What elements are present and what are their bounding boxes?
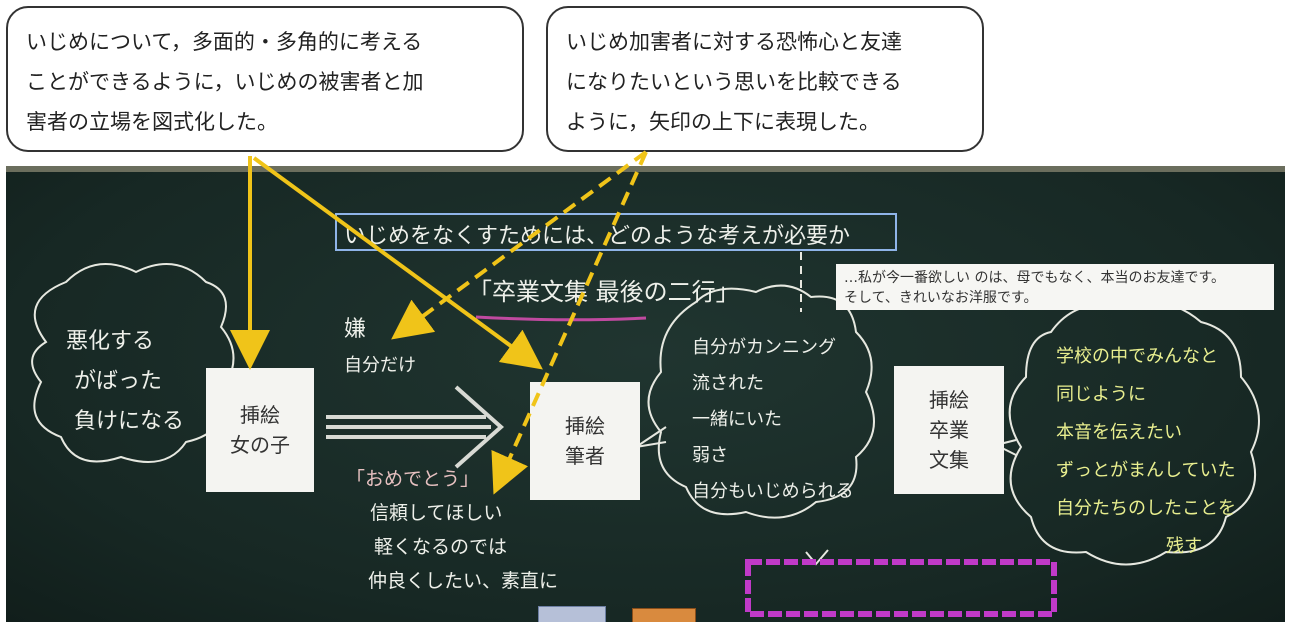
- dislike-text: 嫌 自分だけ: [344, 312, 416, 384]
- callout-left: いじめについて，多面的・多角的に考える ことができるように，いじめの被害者と加 …: [6, 6, 524, 152]
- dislike-line-2: 自分だけ: [344, 355, 416, 376]
- congrats-line-1: 「おめでとう」: [346, 468, 480, 490]
- blackboard: いじめをなくすためには、どのような考えが必要か 「卒業文集 最後の二行」 …私が…: [6, 166, 1285, 622]
- eraser-orange: [632, 608, 696, 622]
- card-author-line-1: 挿絵: [565, 414, 605, 438]
- quote-note-line-1: …私が今一番欲しい のは、母でもなく、本当のお友達です。: [844, 270, 1226, 286]
- card-collection: 挿絵 卒業 文集: [894, 366, 1004, 494]
- right-bubble-line-3: 本音を伝えたい: [1056, 422, 1182, 443]
- callout-right-line-2: になりたいという思いを比較できる: [566, 70, 902, 94]
- callout-left-line-3: 害者の立場を図式化した。: [26, 110, 278, 134]
- congrats-line-2: 信頼してほしい: [370, 502, 503, 524]
- right-bubble-line-5: 自分たちのしたことを: [1056, 498, 1236, 519]
- left-bubble-text: 悪化する がばった 負けになる: [66, 322, 184, 442]
- arrow-to-author: [252, 156, 543, 370]
- card-girl-line-2: 女の子: [230, 433, 290, 457]
- right-bubble-line-6: 残す: [1166, 536, 1202, 557]
- card-author: 挿絵 筆者: [530, 382, 640, 500]
- subtitle-underline: [475, 315, 647, 322]
- center-bubble-line-2: 流された: [692, 373, 764, 394]
- right-bubble-text: 学校の中でみんなと 同じように 本音を伝えたい ずっとがまんしていた 自分たちの…: [1056, 338, 1236, 566]
- board-subtitle: 「卒業文集 最後の二行」: [468, 278, 740, 306]
- right-bubble-line-4: ずっとがまんしていた: [1056, 460, 1236, 481]
- card-girl-line-1: 挿絵: [240, 403, 280, 427]
- callout-right-line-3: ように，矢印の上下に表現した。: [566, 110, 880, 134]
- arrow-helper: [252, 156, 520, 158]
- chalk-arrow: [326, 385, 505, 469]
- card-collection-line-2: 卒業: [929, 418, 969, 442]
- center-bubble-line-4: 弱さ: [692, 445, 728, 466]
- dislike-line-1: 嫌: [344, 317, 367, 342]
- callout-right-line-1: いじめ加害者に対する恐怖心と友達: [566, 30, 902, 54]
- center-bubble-text: 自分がカンニング 流された 一緒にいた 弱さ 自分もいじめられる: [692, 330, 854, 510]
- quote-note-line-2: そして、きれいなお洋服です。: [844, 290, 1038, 306]
- congrats-line-3: 軽くなるのでは: [374, 536, 508, 558]
- callout-left-line-1: いじめについて，多面的・多角的に考える: [26, 30, 423, 54]
- quote-note: …私が今一番欲しい のは、母でもなく、本当のお友達です。 そして、きれいなお洋服…: [836, 264, 1274, 310]
- callout-right: いじめ加害者に対する恐怖心と友達 になりたいという思いを比較できる ように，矢印…: [546, 6, 984, 152]
- congrats-text: 「おめでとう」 信頼してほしい 軽くなるのでは 仲良くしたい、素直に: [346, 462, 558, 598]
- center-bubble-line-5: 自分もいじめられる: [692, 481, 854, 502]
- title-frame: [335, 213, 897, 251]
- arrow-to-dislike: [391, 150, 648, 340]
- arrow-to-congrats: [491, 151, 648, 495]
- center-bubble-line-3: 一緒にいた: [692, 409, 782, 430]
- right-bubble-line-2: 同じように: [1056, 384, 1146, 405]
- card-collection-line-3: 文集: [929, 448, 969, 472]
- card-collection-line-1: 挿絵: [929, 388, 969, 412]
- center-bubble-line-1: 自分がカンニング: [692, 337, 836, 358]
- left-bubble-line-1: 悪化する: [66, 329, 155, 354]
- right-thought-bubble: [1008, 301, 1260, 566]
- card-author-line-2: 筆者: [565, 444, 605, 468]
- center-speech-bubble: [647, 284, 875, 519]
- congrats-line-4: 仲良くしたい、素直に: [368, 570, 559, 592]
- board-title: いじめをなくすためには、どのような考えが必要か: [344, 224, 851, 249]
- callout-left-line-2: ことができるように，いじめの被害者と加: [26, 70, 424, 94]
- card-girl: 挿絵 女の子: [206, 368, 314, 492]
- eraser-blue: [538, 606, 606, 622]
- right-bubble-line-1: 学校の中でみんなと: [1056, 346, 1218, 367]
- purple-frame: [745, 559, 1057, 617]
- left-bubble-line-3: 負けになる: [74, 409, 185, 434]
- left-bubble-line-2: がばった: [74, 369, 163, 394]
